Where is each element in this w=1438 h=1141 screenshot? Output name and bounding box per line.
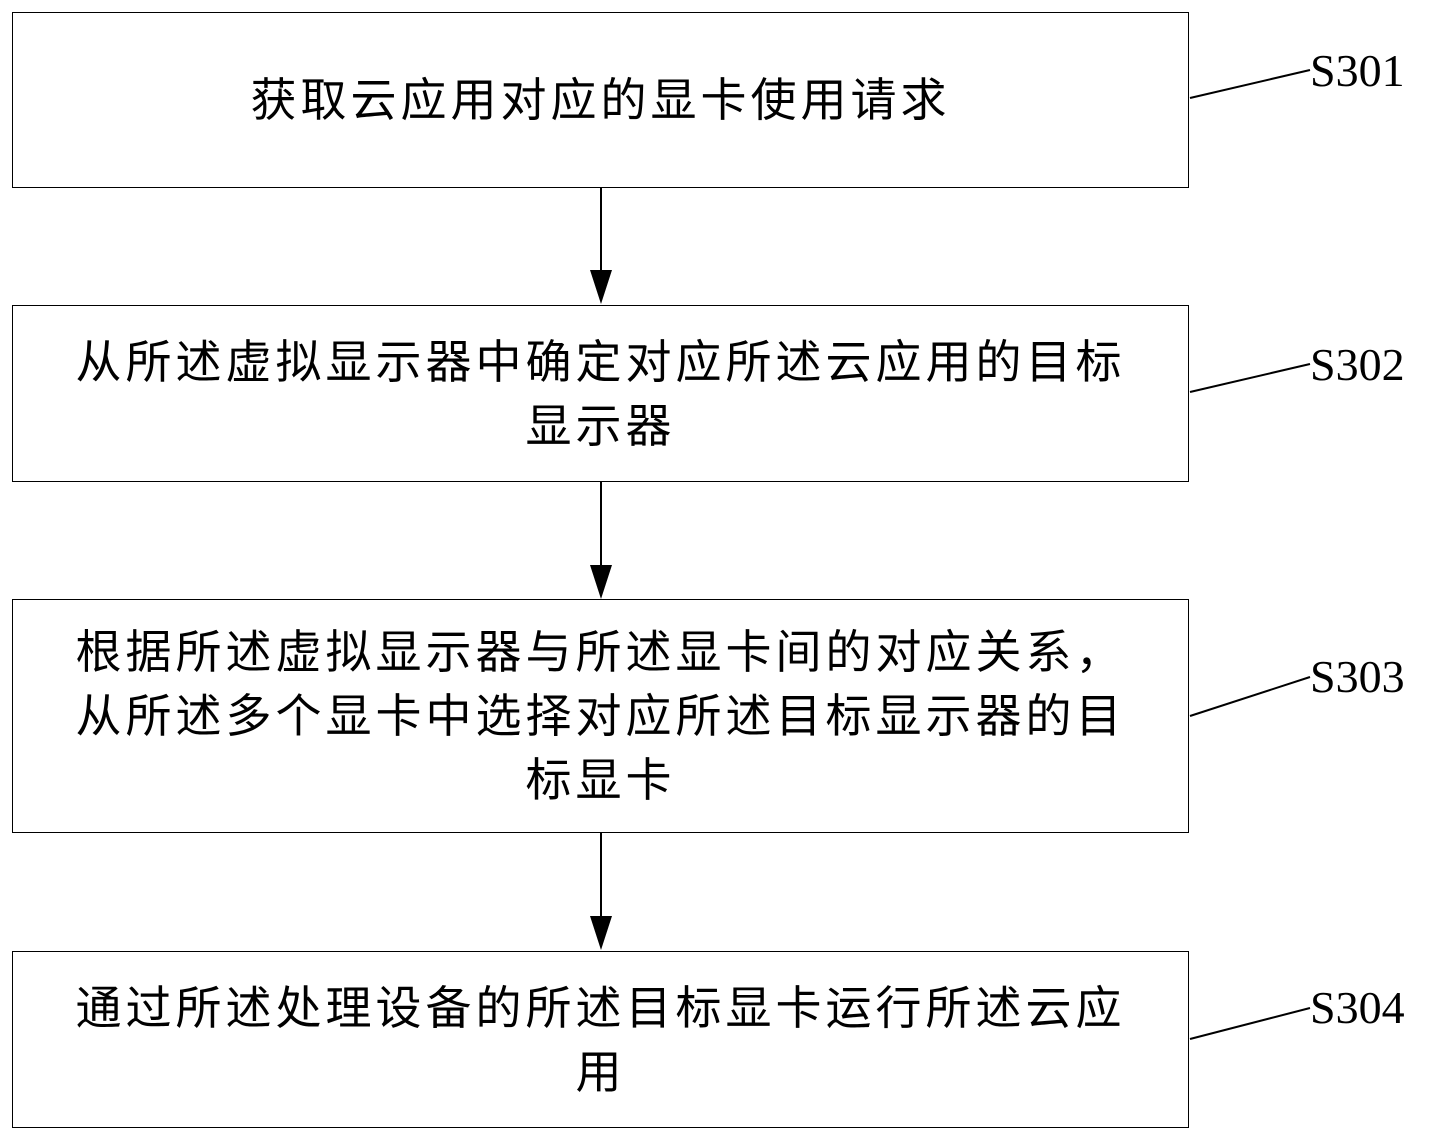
step-box-s304: 通过所述处理设备的所述目标显卡运行所述云应用 (12, 951, 1189, 1128)
arrow-2-head (590, 565, 612, 599)
step-box-s303: 根据所述虚拟显示器与所述显卡间的对应关系，从所述多个显卡中选择对应所述目标显示器… (12, 599, 1189, 833)
arrow-1-head (590, 270, 612, 304)
step-box-s302: 从所述虚拟显示器中确定对应所述云应用的目标显示器 (12, 305, 1189, 482)
leader-line-s303 (1189, 676, 1311, 717)
leader-line-s302 (1189, 363, 1311, 393)
step-label-s301: S301 (1310, 45, 1405, 96)
step-text-s304: 通过所述处理设备的所述目标显卡运行所述云应用 (75, 980, 1126, 1099)
step-box-s301: 获取云应用对应的显卡使用请求 (12, 12, 1189, 188)
step-text-s301: 获取云应用对应的显卡使用请求 (250, 73, 951, 127)
step-text-s303: 根据所述虚拟显示器与所述显卡间的对应关系，从所述多个显卡中选择对应所述目标显示器… (75, 625, 1126, 807)
leader-line-s304 (1189, 1007, 1311, 1040)
step-text-s302: 从所述虚拟显示器中确定对应所述云应用的目标显示器 (75, 334, 1126, 453)
step-label-s304: S304 (1310, 982, 1405, 1033)
step-label-s302: S302 (1310, 339, 1405, 390)
leader-line-s301 (1189, 69, 1311, 99)
step-label-s303: S303 (1310, 651, 1405, 702)
arrow-3-head (590, 916, 612, 950)
